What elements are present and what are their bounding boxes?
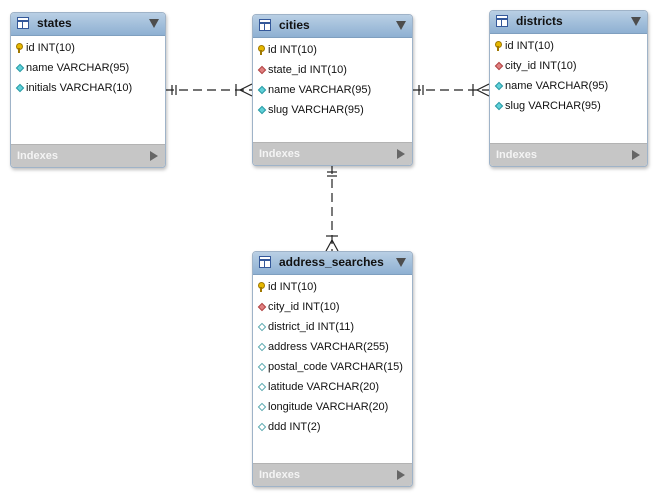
table-header[interactable]: states <box>11 13 165 36</box>
column-row[interactable]: id INT(10) <box>490 36 647 56</box>
table-title: address_searches <box>279 255 384 269</box>
column-label: ddd INT(2) <box>268 421 321 433</box>
key-icon <box>15 43 23 53</box>
column-row[interactable]: state_id INT(10) <box>253 60 412 80</box>
column-diamond-icon <box>257 85 267 95</box>
collapse-arrow-icon[interactable] <box>396 258 406 267</box>
nullable-column-diamond-icon <box>257 422 267 432</box>
relationship-cities-districts[interactable] <box>412 83 490 97</box>
collapse-arrow-icon[interactable] <box>149 19 159 28</box>
column-row[interactable]: city_id INT(10) <box>490 56 647 76</box>
column-row[interactable]: city_id INT(10) <box>253 297 412 317</box>
column-label: district_id INT(11) <box>268 321 354 333</box>
table-header[interactable]: cities <box>253 15 412 38</box>
column-label: address VARCHAR(255) <box>268 341 389 353</box>
expand-arrow-icon[interactable] <box>632 150 640 160</box>
column-diamond-icon <box>494 81 504 91</box>
column-row[interactable]: ddd INT(2) <box>253 417 412 437</box>
table-cities[interactable]: cities id INT(10) state_id INT(10) name … <box>252 14 413 166</box>
key-icon <box>257 282 265 292</box>
indexes-label: Indexes <box>259 469 300 481</box>
table-header[interactable]: address_searches <box>253 252 412 275</box>
column-label: city_id INT(10) <box>268 301 340 313</box>
column-label: postal_code VARCHAR(15) <box>268 361 403 373</box>
column-label: slug VARCHAR(95) <box>505 100 601 112</box>
collapse-arrow-icon[interactable] <box>396 21 406 30</box>
indexes-label: Indexes <box>496 149 537 161</box>
column-label: longitude VARCHAR(20) <box>268 401 389 413</box>
column-label: id INT(10) <box>268 281 317 293</box>
table-icon <box>496 15 508 27</box>
relationship-cities-address-searches[interactable] <box>325 165 339 252</box>
indexes-section[interactable]: Indexes <box>11 144 165 167</box>
column-diamond-icon <box>257 105 267 115</box>
column-diamond-icon <box>15 83 25 93</box>
column-row[interactable]: id INT(10) <box>253 40 412 60</box>
key-icon <box>257 45 265 55</box>
foreign-key-diamond-icon <box>494 61 504 71</box>
table-title: cities <box>279 18 310 32</box>
column-label: initials VARCHAR(10) <box>26 82 133 94</box>
indexes-section[interactable]: Indexes <box>253 463 412 486</box>
column-row[interactable]: postal_code VARCHAR(15) <box>253 357 412 377</box>
column-row[interactable]: district_id INT(11) <box>253 317 412 337</box>
column-label: name VARCHAR(95) <box>268 84 372 96</box>
column-label: state_id INT(10) <box>268 64 347 76</box>
expand-arrow-icon[interactable] <box>397 149 405 159</box>
indexes-section[interactable]: Indexes <box>253 142 412 165</box>
column-row[interactable]: id INT(10) <box>11 38 165 58</box>
column-row[interactable]: slug VARCHAR(95) <box>490 96 647 116</box>
nullable-column-diamond-icon <box>257 402 267 412</box>
expand-arrow-icon[interactable] <box>150 151 158 161</box>
column-label: city_id INT(10) <box>505 60 577 72</box>
nullable-column-diamond-icon <box>257 362 267 372</box>
indexes-label: Indexes <box>259 148 300 160</box>
column-row[interactable]: slug VARCHAR(95) <box>253 100 412 120</box>
column-row[interactable]: name VARCHAR(95) <box>11 58 165 78</box>
column-row[interactable]: initials VARCHAR(10) <box>11 78 165 98</box>
table-icon <box>259 256 271 268</box>
key-icon <box>494 41 502 51</box>
column-row[interactable]: name VARCHAR(95) <box>253 80 412 100</box>
nullable-column-diamond-icon <box>257 382 267 392</box>
column-row[interactable]: longitude VARCHAR(20) <box>253 397 412 417</box>
table-title: districts <box>516 14 563 28</box>
table-header[interactable]: districts <box>490 11 647 34</box>
table-icon <box>259 19 271 31</box>
column-diamond-icon <box>15 63 25 73</box>
column-label: latitude VARCHAR(20) <box>268 381 380 393</box>
table-icon <box>17 17 29 29</box>
nullable-column-diamond-icon <box>257 342 267 352</box>
column-label: id INT(10) <box>268 44 317 56</box>
column-row[interactable]: name VARCHAR(95) <box>490 76 647 96</box>
column-row[interactable]: address VARCHAR(255) <box>253 337 412 357</box>
foreign-key-diamond-icon <box>257 65 267 75</box>
column-label: name VARCHAR(95) <box>26 62 130 74</box>
column-label: id INT(10) <box>505 40 554 52</box>
table-title: states <box>37 16 72 30</box>
table-address-searches[interactable]: address_searches id INT(10) city_id INT(… <box>252 251 413 487</box>
column-diamond-icon <box>494 101 504 111</box>
nullable-column-diamond-icon <box>257 322 267 332</box>
indexes-section[interactable]: Indexes <box>490 143 647 166</box>
column-label: id INT(10) <box>26 42 75 54</box>
indexes-label: Indexes <box>17 150 58 162</box>
column-row[interactable]: latitude VARCHAR(20) <box>253 377 412 397</box>
collapse-arrow-icon[interactable] <box>631 17 641 26</box>
relationship-states-cities[interactable] <box>165 83 253 97</box>
table-districts[interactable]: districts id INT(10) city_id INT(10) nam… <box>489 10 648 167</box>
column-label: name VARCHAR(95) <box>505 80 609 92</box>
column-row[interactable]: id INT(10) <box>253 277 412 297</box>
table-states[interactable]: states id INT(10) name VARCHAR(95) initi… <box>10 12 166 168</box>
column-label: slug VARCHAR(95) <box>268 104 364 116</box>
expand-arrow-icon[interactable] <box>397 470 405 480</box>
foreign-key-diamond-icon <box>257 302 267 312</box>
